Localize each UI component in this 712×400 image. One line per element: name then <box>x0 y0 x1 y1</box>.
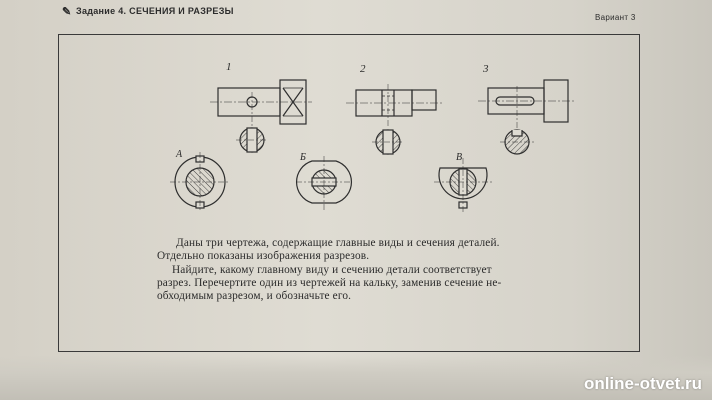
figure-3-section <box>500 129 534 155</box>
figure-1-main-view <box>210 79 312 130</box>
text-line-2: Отдельно показаны изображения разрезов. <box>157 250 370 262</box>
text-line-5: обходимым разрезом, и обозначьте его. <box>157 290 352 302</box>
text-line-1: Даны три чертежа, содержащие главные вид… <box>176 237 500 249</box>
figure-number-1: 1 <box>226 61 232 73</box>
variant-label: Вариант 3 <box>595 13 636 22</box>
text-line-4: разрез. Перечертите один из чертежей на … <box>157 277 502 289</box>
drawing-frame <box>58 34 640 352</box>
section-c-drawing <box>434 158 492 212</box>
figure-number-3: 3 <box>482 63 489 75</box>
section-b-drawing <box>296 156 352 210</box>
text-line-3: Найдите, какому главному виду и сечению … <box>172 264 492 276</box>
figure-number-2: 2 <box>360 63 366 75</box>
section-letter-b: Б <box>299 152 306 163</box>
assignment-title: Задание 4. СЕЧЕНИЯ И РАЗРЕЗЫ <box>76 6 234 16</box>
section-letter-c: В <box>456 152 462 163</box>
figure-2-section <box>372 129 404 155</box>
figure-2-main-view <box>346 84 442 128</box>
figure-1-section <box>236 127 268 153</box>
figure-3-main-view <box>478 79 576 128</box>
page-shadow <box>0 355 712 400</box>
section-letter-a: А <box>175 149 183 160</box>
watermark: online-otvet.ru <box>583 374 702 393</box>
pencil-icon: ✎ <box>62 6 72 18</box>
section-a-drawing <box>170 152 230 212</box>
